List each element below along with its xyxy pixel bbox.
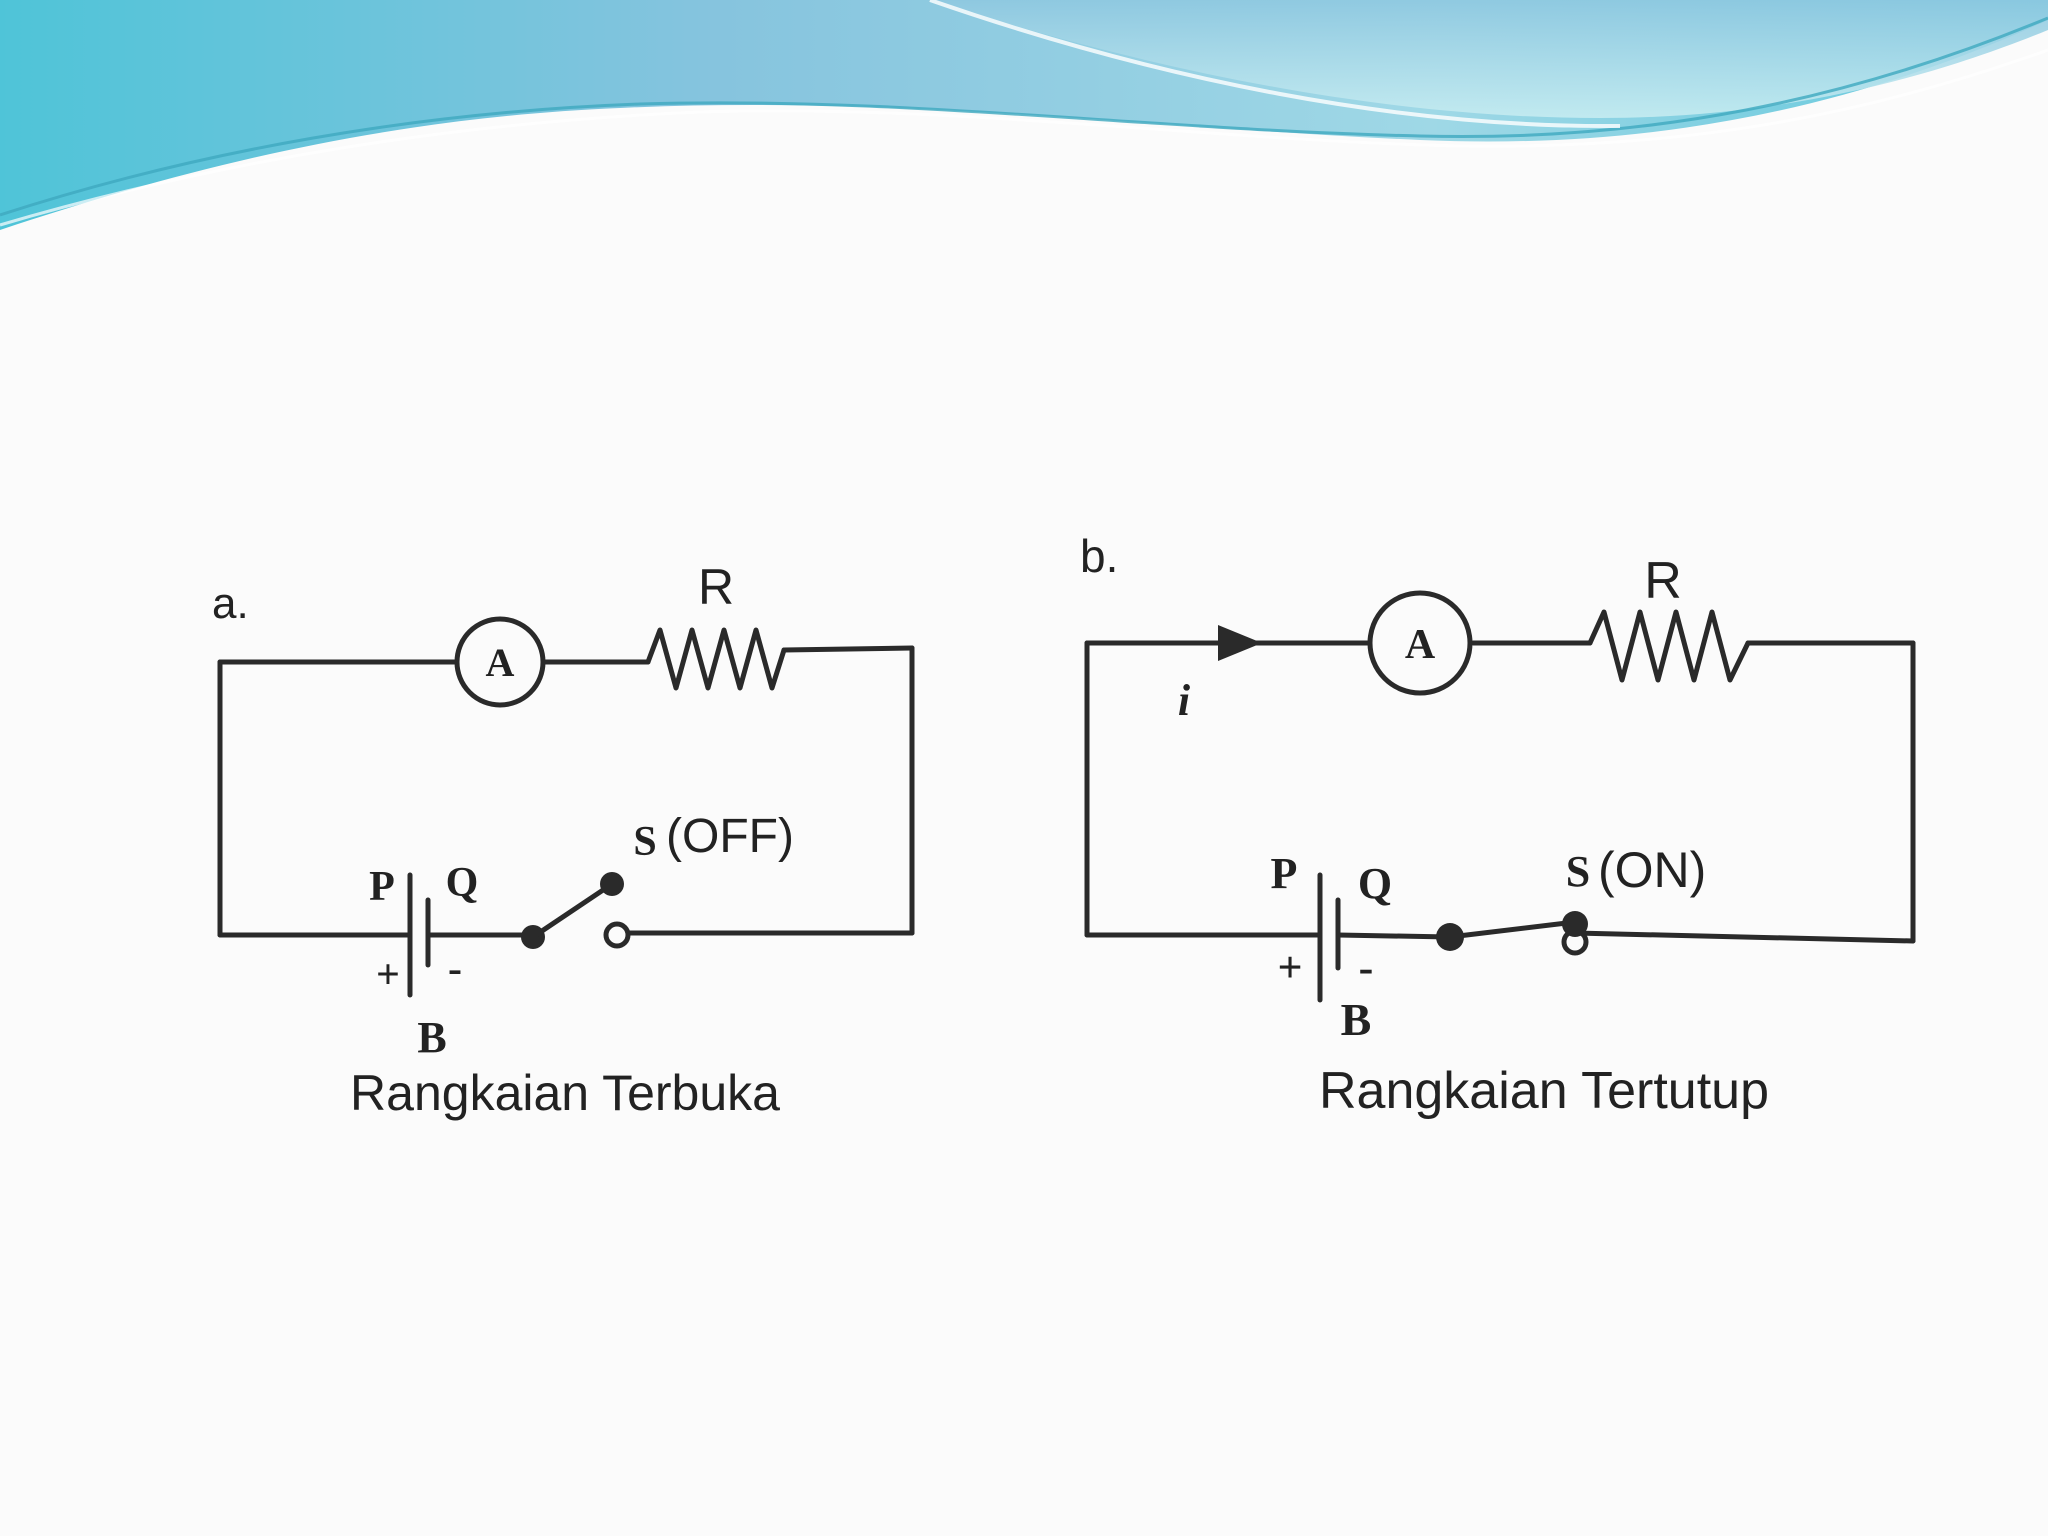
circuit-a-minus-sign: - (448, 946, 462, 992)
circuit-a-switch-state: (OFF) (666, 810, 794, 863)
circuit-b-battery (1317, 872, 1341, 1003)
circuit-b-ammeter: A (1367, 590, 1473, 696)
circuit-a-resistor (645, 627, 787, 691)
circuit-b-resistor-label: R (1644, 552, 1682, 610)
circuit-b-caption: Rangkaian Tertutup (1319, 1062, 1769, 1120)
circuit-b-resistor (1587, 609, 1751, 683)
circuit-b-battery-label: B (1341, 994, 1372, 1045)
circuit-b-minus-sign: - (1359, 943, 1374, 992)
circuit-b-switch-closed (1436, 911, 1589, 956)
circuit-a-battery-label: B (417, 1013, 446, 1062)
circuit-a-top-wire (217, 645, 915, 665)
circuit-b-plus-sign: + (1277, 943, 1302, 992)
circuit-b-switch-label: S (1566, 847, 1590, 896)
circuit-a-open: a. A R P Q + - B (212, 559, 915, 1121)
circuit-b-panel-label: b. (1080, 530, 1118, 582)
circuit-b-current-label: i (1178, 676, 1191, 725)
circuit-a-panel-label: a. (212, 579, 249, 628)
circuit-b-closed: b. i A R P Q + - B (1080, 530, 1916, 1120)
circuit-a-terminal-p: P (369, 864, 395, 910)
circuit-a-battery (407, 872, 431, 998)
circuit-a-caption: Rangkaian Terbuka (350, 1065, 780, 1121)
circuit-b-terminal-q: Q (1358, 859, 1392, 908)
circuit-a-ammeter-label: A (486, 640, 515, 685)
circuit-b-ammeter-label: A (1405, 622, 1436, 668)
header-wave-decoration (0, 0, 2048, 230)
circuit-b-current-arrow (1218, 625, 1262, 661)
circuit-b-bottom-wire (1084, 930, 1916, 944)
circuit-a-switch-open (521, 872, 631, 949)
circuit-a-switch-label: S (633, 819, 656, 865)
circuit-a-bottom-wire (217, 930, 915, 938)
circuit-a-terminal-q: Q (446, 860, 479, 906)
circuit-a-ammeter: A (454, 616, 546, 708)
circuit-b-switch-state: (ON) (1598, 842, 1706, 898)
circuit-a-plus-sign: + (376, 952, 400, 998)
circuit-a-resistor-label: R (698, 559, 734, 615)
circuit-b-terminal-p: P (1271, 849, 1298, 898)
